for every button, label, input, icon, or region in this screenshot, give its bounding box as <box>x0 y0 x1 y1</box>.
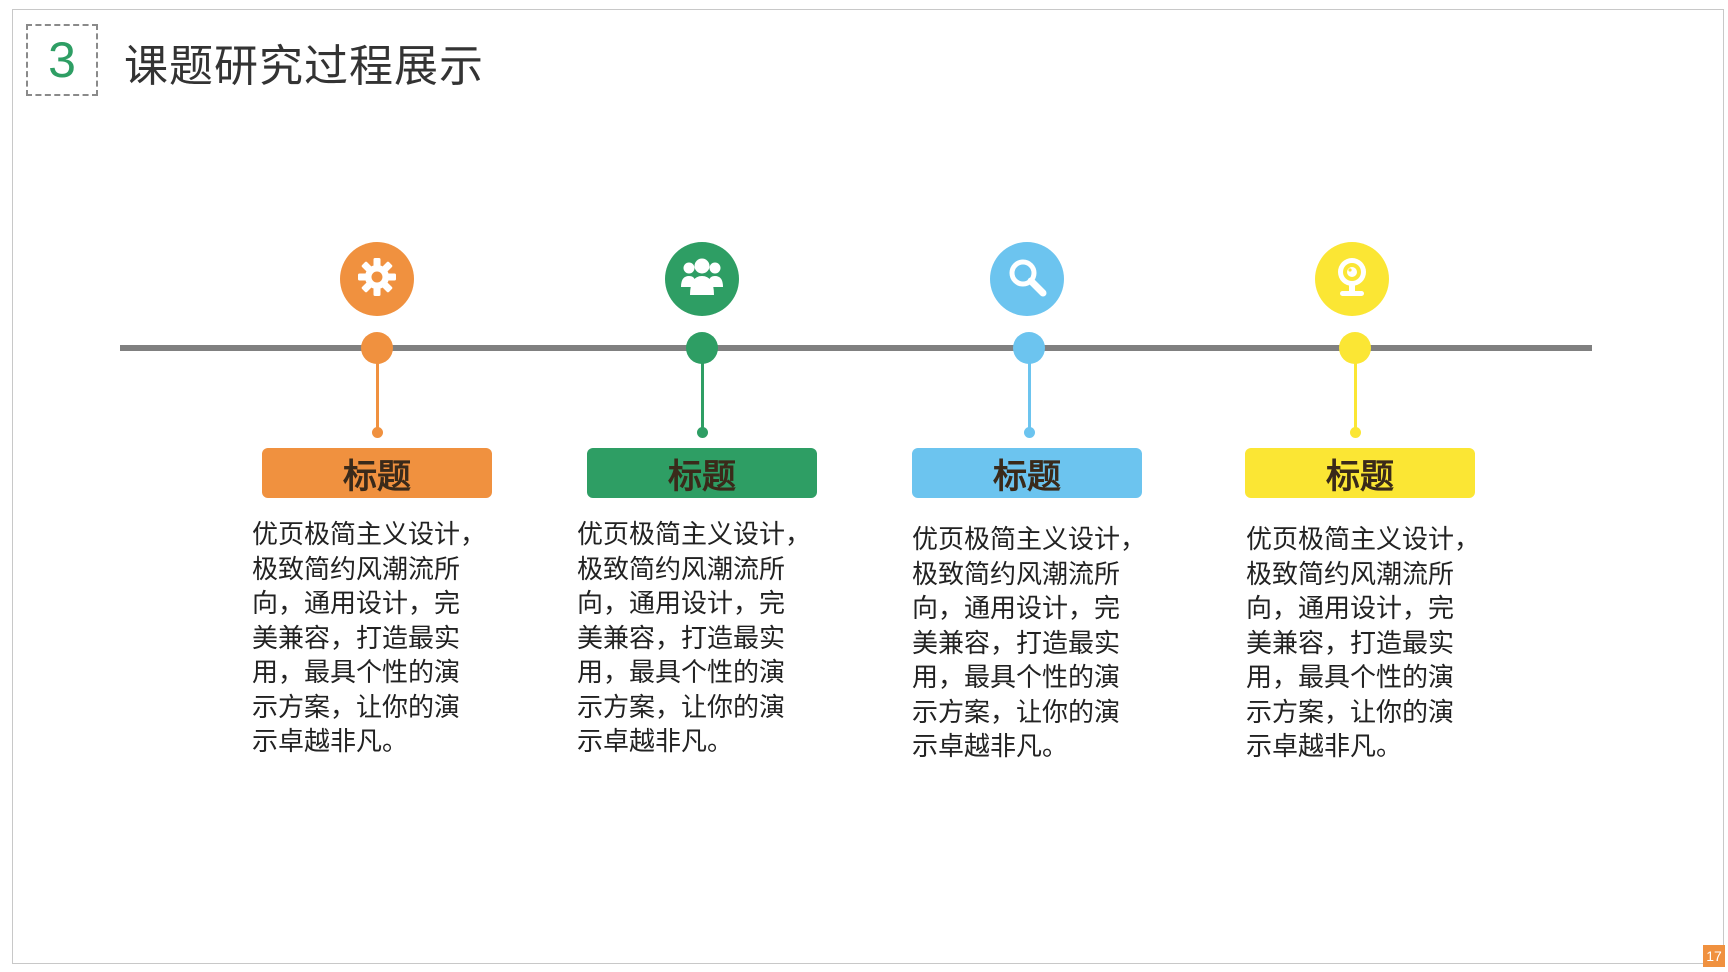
step-2-icon-circle <box>665 242 739 316</box>
step-3-stem <box>1028 350 1031 432</box>
gear-icon <box>355 255 399 303</box>
section-number: 3 <box>26 24 98 96</box>
step-3-description: 优页极简主义设计， 极致简约风潮流所 向，通用设计，完 美兼容，打造最实 用，最… <box>912 525 1147 762</box>
webcam-icon <box>1330 254 1374 304</box>
step-2-label: 标题 <box>587 448 817 498</box>
step-4-stem <box>1354 350 1357 432</box>
step-1-label: 标题 <box>262 448 492 498</box>
step-4-icon-circle <box>1315 242 1389 316</box>
step-1-description: 优页极简主义设计， 极致简约风潮流所 向，通用设计，完 美兼容，打造最实 用，最… <box>252 520 487 757</box>
step-2-description: 优页极简主义设计， 极致简约风潮流所 向，通用设计，完 美兼容，打造最实 用，最… <box>577 520 812 757</box>
users-icon <box>678 255 726 303</box>
slide-frame <box>12 9 1724 964</box>
step-2-stem <box>701 350 704 432</box>
step-4-label: 标题 <box>1245 448 1475 498</box>
step-4-stem-end <box>1350 427 1361 438</box>
page-title: 课题研究过程展示 <box>124 41 484 92</box>
step-4-description: 优页极简主义设计， 极致简约风潮流所 向，通用设计，完 美兼容，打造最实 用，最… <box>1246 525 1481 762</box>
step-3-stem-end <box>1024 427 1035 438</box>
step-3-label: 标题 <box>912 448 1142 498</box>
step-2-stem-end <box>697 427 708 438</box>
timeline-line <box>120 345 1592 351</box>
step-1-stem <box>376 350 379 432</box>
step-3-icon-circle <box>990 242 1064 316</box>
search-icon <box>1005 255 1049 303</box>
step-1-stem-end <box>372 427 383 438</box>
page-number-badge: 17 <box>1703 945 1725 967</box>
step-1-icon-circle <box>340 242 414 316</box>
